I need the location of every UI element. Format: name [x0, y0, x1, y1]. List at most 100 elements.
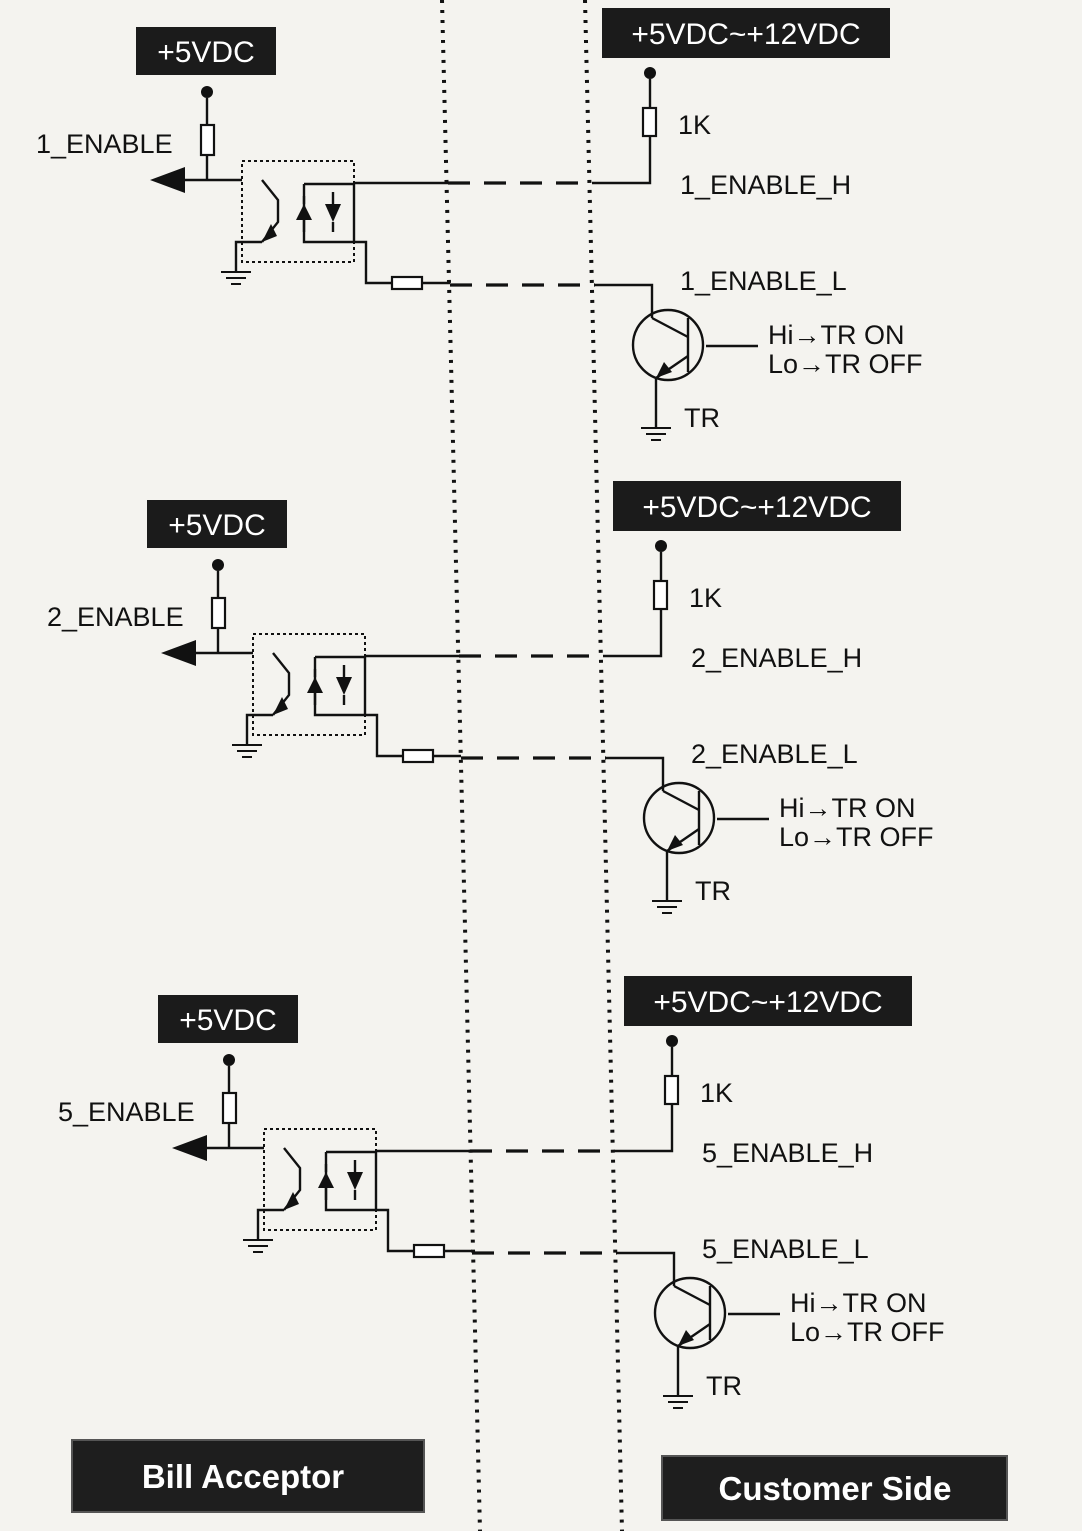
lo-note-label: Lo→TR OFF [768, 349, 923, 379]
pullup-1k-resistor [652, 579, 669, 611]
enable-output-arrow [161, 640, 196, 666]
stage-2: +5VDC+5VDC~+12VDC2_ENABLE1K2_ENABLE_H2_E… [47, 481, 934, 914]
ground-line [663, 1395, 693, 1409]
phototransistor-emitter-arrow [284, 1192, 299, 1210]
footer-customer-side: Customer Side [719, 1470, 952, 1507]
enable-label: 1_ENABLE [36, 129, 173, 159]
vcc-left-terminal [223, 1054, 235, 1066]
enable-l-wire-right [595, 283, 654, 318]
enable-h-wire-right [603, 609, 663, 658]
vcc-left-label: +5VDC [168, 509, 266, 542]
vcc-right-terminal [655, 540, 667, 552]
vcc-left-terminal [212, 559, 224, 571]
tr-label: TR [706, 1371, 742, 1401]
lo-note-label: Lo→TR OFF [790, 1317, 945, 1347]
emitter-to-ground-wire [245, 713, 273, 745]
enable-h-label: 5_ENABLE_H [702, 1138, 873, 1168]
series-resistor [412, 1243, 446, 1259]
led-arrow-down [347, 1172, 363, 1190]
stage-1: +5VDC+5VDC~+12VDC1_ENABLE1K1_ENABLE_H1_E… [36, 8, 923, 441]
vcc-right-label: +5VDC~+12VDC [642, 491, 871, 524]
series-resistor [401, 748, 435, 764]
footer-bill-acceptor: Bill Acceptor [142, 1458, 344, 1495]
transistor-emitter-arrow [656, 362, 672, 378]
vcc-left-label: +5VDC [179, 1004, 277, 1037]
led-arrow-up [296, 204, 312, 220]
ground-symbol [663, 1395, 693, 1409]
pullup-1k-resistor [663, 1074, 680, 1106]
led-leads [313, 665, 346, 705]
transistor-emitter-arrow [667, 835, 683, 851]
series-resistor [390, 275, 424, 291]
transistor-body [642, 781, 716, 855]
enable-l-label: 1_ENABLE_L [680, 266, 847, 296]
hi-note-label: Hi→TR ON [790, 1288, 927, 1318]
lo-note-label: Lo→TR OFF [779, 822, 934, 852]
divider-left [440, 0, 482, 1531]
ground-line [641, 427, 671, 441]
transistor-base [708, 1286, 780, 1340]
enable-label: 5_ENABLE [58, 1097, 195, 1127]
vcc-left-label: +5VDC [157, 36, 255, 69]
led-leads [302, 192, 335, 232]
pullup-resistor [210, 596, 227, 630]
ground-line [652, 900, 682, 914]
enable-h-wire-right [614, 1104, 674, 1153]
transistor-base [697, 791, 769, 845]
resistor-1k-label: 1K [700, 1078, 733, 1108]
vcc-right-label: +5VDC~+12VDC [653, 986, 882, 1019]
vcc-right-terminal [644, 67, 656, 79]
transistor-leads [673, 1284, 711, 1347]
enable-l-wire-left [365, 713, 403, 758]
vcc-right-tag [624, 976, 912, 1026]
stage-3: +5VDC +5VDC~+12VDC 5_ENABLE 1K 5_ENABLE_H 5_E… [58, 976, 945, 1409]
footer-right: Customer Side [661, 1455, 1008, 1521]
divider-lines [440, 0, 624, 1531]
hi-note-label: Hi→TR ON [779, 793, 916, 823]
enable-h-wire-right [592, 136, 652, 185]
ground-line [221, 271, 251, 285]
phototransistor-emitter-arrow [262, 224, 277, 242]
led-arrow-down [336, 677, 352, 695]
transistor-emitter-arrow [678, 1330, 694, 1346]
footer-left: Bill Acceptor [71, 1439, 425, 1513]
led-arrow-up [307, 677, 323, 693]
ground-symbol [652, 900, 682, 914]
vcc-left-terminal [201, 86, 213, 98]
hi-note-label: Hi→TR ON [768, 320, 905, 350]
vcc-left-tag [147, 500, 287, 548]
vcc-left-tag [158, 995, 298, 1043]
ground-line [232, 744, 262, 758]
vcc-left-tag [136, 27, 276, 75]
ground-symbol [641, 427, 671, 441]
enable-h-label: 2_ENABLE_H [691, 643, 862, 673]
enable-l-wire-right [606, 756, 665, 791]
transistor-body [631, 308, 705, 382]
transistor-base [686, 318, 758, 372]
phototransistor-emitter-arrow [273, 697, 288, 715]
vcc-right-tag [613, 481, 901, 531]
led-arrow-down [325, 204, 341, 222]
resistor-1k-label: 1K [678, 110, 711, 140]
pullup-resistor [221, 1091, 238, 1125]
enable-l-wire-right [617, 1251, 676, 1286]
enable-l-wire-left [354, 240, 392, 285]
ground-line [243, 1239, 273, 1253]
led-leads [324, 1160, 357, 1200]
led-arrow-up [318, 1172, 334, 1188]
vcc-right-label: +5VDC~+12VDC [631, 18, 860, 51]
transistor-leads [662, 789, 700, 852]
enable-l-wire-left [376, 1208, 414, 1253]
enable-l-label: 5_ENABLE_L [702, 1234, 869, 1264]
emitter-to-ground-wire [256, 1208, 284, 1240]
vcc-right-terminal [666, 1035, 678, 1047]
transistor-body [653, 1276, 727, 1350]
enable-l-label: 2_ENABLE_L [691, 739, 858, 769]
pullup-resistor [199, 123, 216, 157]
resistor-1k-label: 1K [689, 583, 722, 613]
ground-symbol [243, 1239, 273, 1253]
enable-output-arrow [172, 1135, 207, 1161]
tr-label: TR [684, 403, 720, 433]
pullup-1k-resistor [641, 106, 658, 138]
